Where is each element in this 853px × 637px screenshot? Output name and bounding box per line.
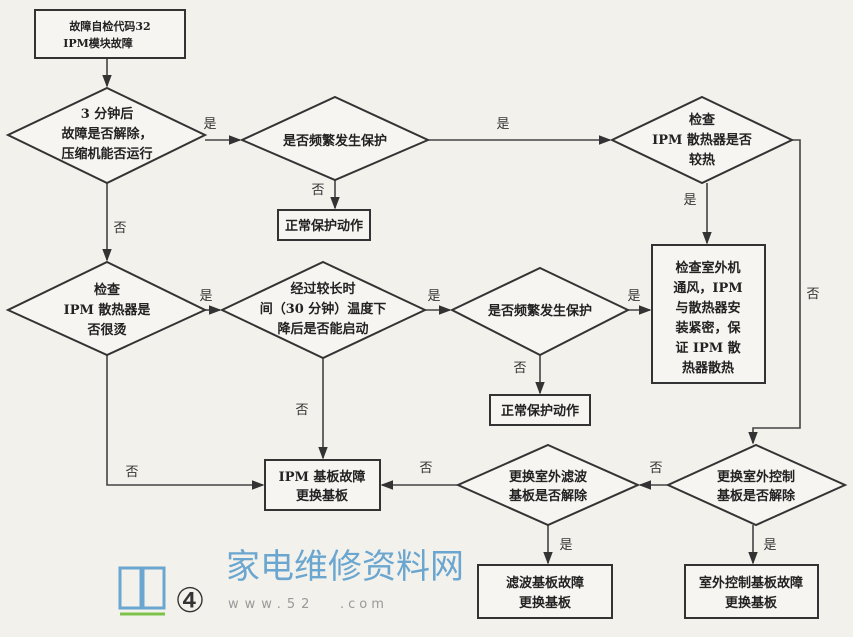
node-text: 是否频繁发生保护 [487,303,592,319]
normal-protection-box-2: 正常保护动作 [489,394,591,426]
node-text: 滤波基板故障 [506,575,584,591]
check-ventilation-box: 检查室外机 通风，IPM 与散热器安 装紧密，保 证 IPM 散 热器散热 [651,244,766,384]
edge-label-yes: 是 [203,117,216,132]
node-text: 较热 [689,152,715,168]
node-text: 更换基板 [296,488,349,504]
watermark-name: 家电维修资料网 [226,547,464,587]
node-text: 检查室外机 [675,260,740,276]
connectors [102,58,801,565]
watermark-url-prefix: www.52 [228,597,315,612]
normal-protection-box-1: 正常保护动作 [277,209,371,241]
node-text: 故障自检代码32 [69,19,150,33]
node-text: 装紧密，保 [674,320,741,336]
edge-label-yes: 是 [496,117,509,132]
edge-label-yes: 是 [559,538,572,553]
edge-label-yes: 是 [763,538,776,553]
node-text: 热器散热 [682,360,734,376]
decision-heatsink-warm: 检查 IPM 散热器是否 较热 [609,95,795,185]
node-text: 更换室外控制 [717,469,795,485]
node-text: IPM 散热器是 [64,302,152,318]
decision-replace-control-board: 更换室外控制 基板是否解除 [665,443,848,527]
node-text: 通风，IPM [673,280,742,296]
edge-labels: 是 否 是 是 否 否 是 是 是 否 否 否 否 否 是 是 [113,117,819,553]
decision-fault-cleared: 3 分钟后 故障是否解除， 压缩机能否运行 [5,86,208,185]
node-text: 室外控制基板故障 [699,575,803,591]
decision-heatsink-hot: 检查 IPM 散热器是 否很烫 [5,260,208,357]
edge-label-yes: 是 [683,193,696,208]
control-board-fault-box: 室外控制基板故障 更换基板 [684,564,819,619]
node-text: 检查 [94,282,121,298]
edge-label-yes: 是 [627,289,640,304]
decision-restart-after-cooling: 经过较长时 间（30 分钟）温度下 降后是否能启动 [219,260,428,360]
node-text: 3 分钟后 [81,106,134,122]
edge-label-no: 否 [295,403,308,418]
start-box: 故障自检代码32 IPM模块故障 [34,9,186,59]
node-text: 故障是否解除， [61,126,152,142]
book-icon [118,566,166,616]
node-text: 压缩机能否运行 [61,146,152,162]
edge-label-no: 否 [125,465,138,480]
node-text: 正常保护动作 [285,218,363,234]
edge-label-no: 否 [649,461,662,476]
figure-number: ④ [175,581,205,621]
ipm-board-fault-box: IPM 基板故障 更换基板 [264,459,381,511]
node-text: 基板是否解除 [716,488,796,504]
filter-board-fault-box: 滤波基板故障 更换基板 [477,564,613,619]
node-text: 更换基板 [725,595,778,611]
edge-label-no: 否 [806,287,819,302]
node-text: 正常保护动作 [501,403,579,419]
edge-label-no: 否 [513,361,526,376]
node-text: 是否频繁发生保护 [282,133,387,149]
node-text: 经过较长时 [290,281,355,297]
edge-label-yes: 是 [199,289,212,304]
decision-frequent-protection-2: 是否频繁发生保护 [449,266,631,357]
edge-label-no: 否 [311,183,324,198]
node-text: 间（30 分钟）温度下 [260,301,387,317]
node-text: 检查 [689,112,716,128]
node-text: IPM 散热器是否 [652,132,752,148]
node-text: 证 IPM 散 [675,340,741,356]
edge-label-yes: 是 [427,289,440,304]
edge-label-no: 否 [419,461,432,476]
node-text: 更换室外滤波 [509,469,588,485]
node-text: 更换基板 [519,595,572,611]
decision-replace-filter-board: 更换室外滤波 基板是否解除 [455,443,641,527]
node-text: 与散热器安 [675,300,740,316]
watermark-url-suffix: .com [340,597,388,612]
watermark-logo: 家电维修资料网 www.52 .com [118,547,464,616]
node-text: IPM模块故障 [63,36,133,50]
node-text: 降后是否能启动 [277,321,368,337]
node-text: 否很烫 [86,322,127,338]
node-text: 基板是否解除 [508,488,588,504]
edge-label-no: 否 [113,221,126,236]
decision-frequent-protection-1: 是否频繁发生保护 [239,95,431,182]
node-text: IPM 基板故障 [279,469,366,485]
